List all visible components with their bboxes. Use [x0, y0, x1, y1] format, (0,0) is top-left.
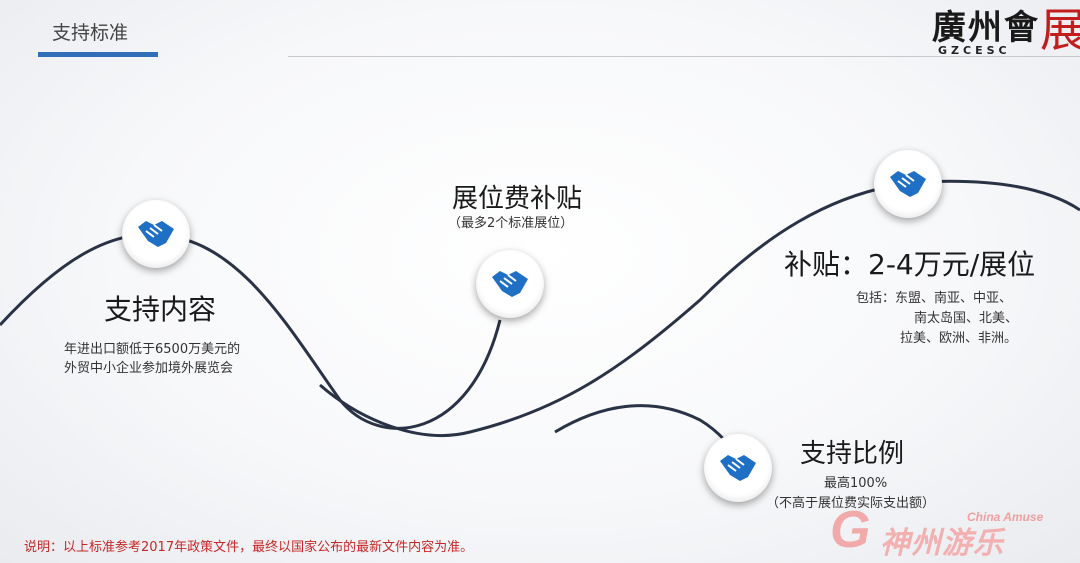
watermark-text-en: China Amuse [967, 510, 1044, 524]
handshake-icon [890, 171, 926, 197]
watermark-text-cn: 神州游乐 [880, 526, 1004, 561]
footer-note: 说明：以上标准参考2017年政策文件，最终以国家公布的最新文件内容为准。 [24, 540, 474, 555]
node-desc-line: 拉美、欧洲、非洲。 [900, 331, 1018, 346]
node-heading-support-ratio: 支持比例 [800, 439, 905, 469]
node-desc-line: （最多2个标准展位） [448, 216, 574, 231]
node-desc-line: 包括：东盟、南亚、中亚、 [856, 291, 1013, 306]
node-desc-line: 外贸中小企业参加境外展览会 [64, 361, 234, 376]
header-divider [288, 56, 1080, 57]
section-title-underline [38, 52, 158, 57]
handshake-icon [138, 221, 174, 247]
node-badge-2 [476, 250, 544, 318]
handshake-icon [492, 271, 528, 297]
node-badge-4 [704, 434, 772, 502]
logo-english: GZCESC [938, 44, 1011, 57]
logo-chinese-red: 展 [1040, 3, 1080, 57]
watermark-logo-letter: G [830, 501, 871, 559]
node-desc-line: 最高100% [824, 476, 888, 491]
node-badge-3 [874, 150, 942, 218]
node-desc-line: （不高于展位费实际支出额） [766, 496, 936, 511]
node-heading-support-content: 支持内容 [104, 293, 217, 326]
section-title: 支持标准 [52, 22, 129, 44]
node-desc-line: 年进出口额低于6500万美元的 [64, 342, 241, 357]
node-heading-subsidy-amount: 补贴：2-4万元/展位 [784, 248, 1036, 281]
handshake-icon [720, 455, 756, 481]
logo-chinese: 廣州會 [932, 8, 1040, 48]
node-badge-1 [122, 200, 190, 268]
node-desc-line: 南太岛国、北美、 [914, 311, 1019, 326]
node-heading-booth-subsidy: 展位费补贴 [452, 184, 583, 214]
